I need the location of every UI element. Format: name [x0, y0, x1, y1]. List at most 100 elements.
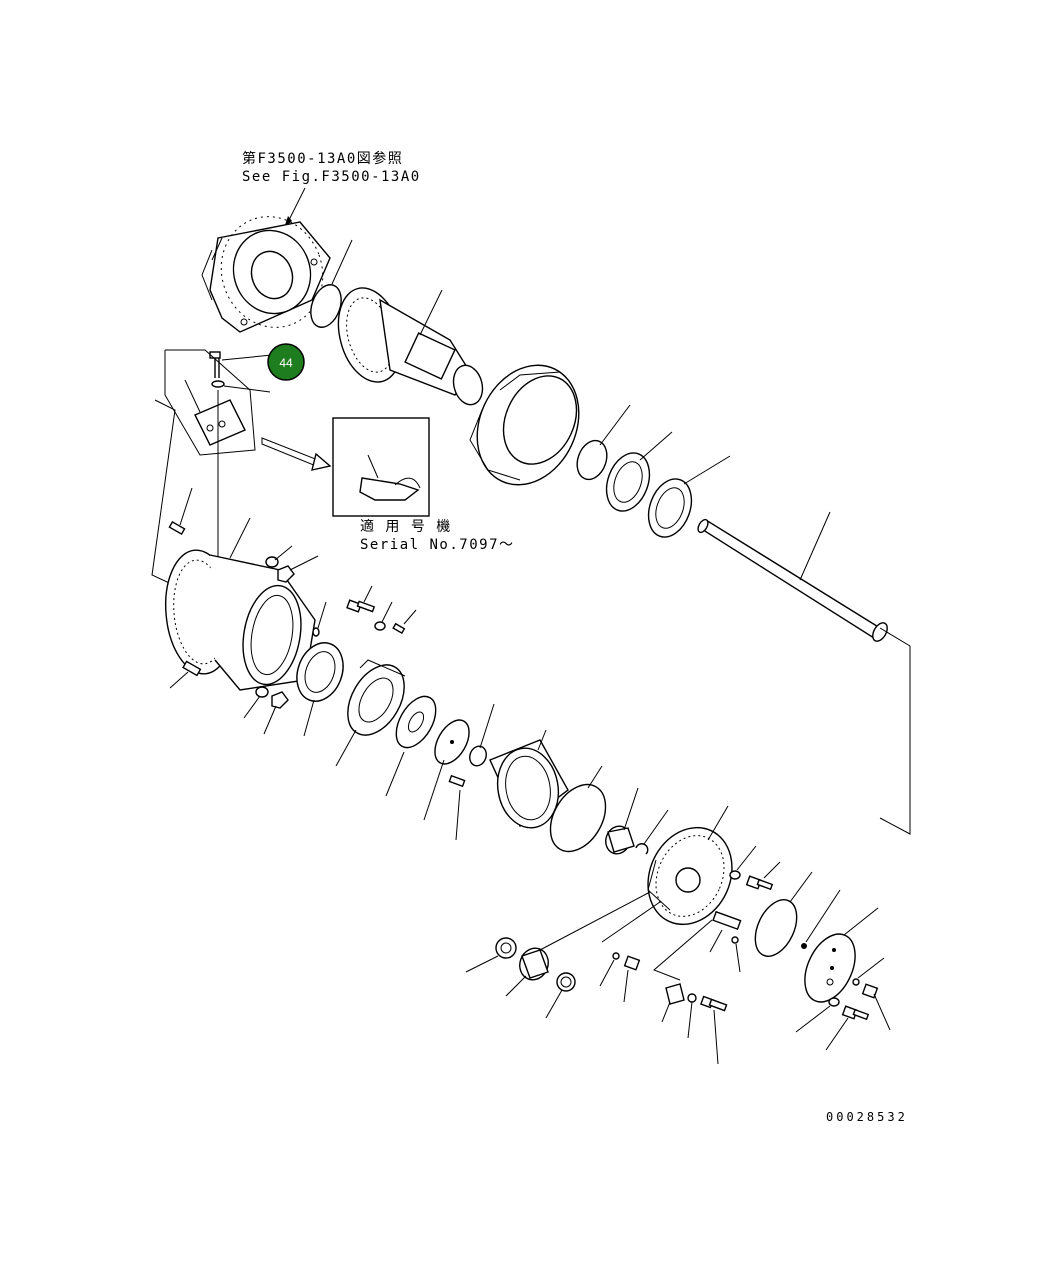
nut-2 — [271, 691, 289, 709]
leader-line — [331, 239, 353, 285]
leader-line — [184, 379, 201, 413]
bolt-6 — [841, 1005, 870, 1021]
lock-plate — [665, 983, 697, 1005]
leader-line — [587, 765, 603, 789]
leader-line — [643, 809, 669, 845]
inset-bracket — [359, 477, 421, 501]
leader-line — [661, 1001, 671, 1023]
leader-line — [303, 699, 315, 737]
leader-line — [683, 455, 731, 485]
washer-3 — [374, 621, 386, 631]
frame-housing — [201, 216, 331, 333]
callout-44[interactable]: 44 — [267, 343, 305, 381]
leader-line — [653, 919, 713, 981]
leader-line — [539, 891, 651, 951]
bolt-7 — [700, 995, 728, 1012]
leader-line — [243, 695, 261, 719]
leader-line — [763, 861, 781, 879]
roller-bearing — [605, 825, 635, 855]
leader-line — [789, 871, 813, 903]
shaft-bracket-line — [879, 627, 911, 835]
leader-line — [736, 845, 757, 871]
leader-line — [601, 901, 661, 943]
leader-line — [735, 943, 741, 973]
leader-line — [795, 1005, 831, 1033]
leader-line — [179, 487, 193, 526]
leader-line — [479, 703, 495, 749]
leader-line — [223, 385, 271, 393]
leader-line — [465, 955, 499, 973]
bracket-plate — [194, 399, 246, 446]
o-ring-2 — [576, 439, 608, 481]
bolt-44 — [209, 351, 225, 388]
svg-text:44: 44 — [279, 356, 293, 370]
bolt-3 — [448, 774, 466, 788]
dowel-pin — [312, 627, 320, 637]
o-ring-3 — [549, 783, 607, 853]
leader-line — [381, 601, 393, 623]
leader-line — [505, 975, 527, 997]
leader-line — [873, 993, 891, 1031]
inset-box — [332, 417, 430, 517]
bearing-1 — [605, 452, 651, 512]
planet-carrier — [647, 826, 733, 926]
seal-plate — [347, 664, 405, 736]
leader-line — [639, 431, 673, 461]
washer-4 — [729, 870, 741, 880]
nut-1 — [277, 565, 295, 583]
leader-line — [623, 969, 629, 1003]
leader-line — [545, 989, 563, 1019]
leader-line — [289, 555, 319, 571]
bushing-1 — [469, 745, 487, 767]
pin-2 — [182, 660, 202, 677]
leader-line — [274, 545, 293, 561]
leader-line — [799, 511, 831, 581]
inset-arrow — [261, 437, 332, 471]
reference-text-jp: 第F3500-13A0図参照 — [242, 150, 403, 167]
plug — [801, 943, 807, 949]
leader-line — [229, 517, 251, 559]
leader-line — [707, 805, 729, 841]
leader-line — [687, 1001, 693, 1039]
axle-shaft — [697, 518, 888, 642]
washer-2 — [255, 686, 269, 698]
nut-3 — [495, 937, 517, 959]
leader-line — [805, 889, 841, 943]
washer-5 — [828, 997, 840, 1007]
inset-text-jp: 適 用 号 機 — [360, 518, 452, 535]
inset-text-en: Serial No.7097～ — [360, 537, 515, 553]
leader-line — [537, 729, 547, 751]
leader-line — [843, 907, 879, 936]
pin-4 — [712, 910, 742, 931]
leader-line — [263, 705, 277, 735]
pin-5 — [852, 978, 860, 986]
bracket-outline — [164, 349, 256, 456]
ring-gear — [489, 739, 569, 829]
ball-2 — [612, 952, 620, 960]
bushing-2 — [556, 972, 576, 992]
leader-line — [367, 454, 379, 479]
leader-line — [363, 585, 373, 603]
leader-line — [419, 289, 443, 336]
snap-ring — [635, 843, 649, 855]
end-cover — [804, 933, 856, 1003]
leader-line — [857, 957, 885, 979]
sun-gear-plate — [434, 719, 470, 765]
reference-text-en: See Fig.F3500-13A0 — [242, 169, 421, 185]
leader-line — [335, 729, 357, 767]
plug-2 — [623, 955, 641, 971]
callout-leader — [221, 354, 273, 361]
leader-line — [423, 759, 445, 821]
pin-1 — [168, 520, 186, 536]
bearing-2 — [647, 478, 693, 538]
planet-gear — [519, 947, 549, 981]
leader-line — [825, 1017, 849, 1051]
thrust-washer — [395, 695, 437, 749]
bolt-4 — [745, 875, 774, 891]
leader-line — [169, 671, 189, 689]
leader-line — [385, 751, 405, 797]
leader-line — [713, 1009, 719, 1065]
leader-line — [623, 787, 639, 831]
leader-line — [709, 929, 723, 953]
